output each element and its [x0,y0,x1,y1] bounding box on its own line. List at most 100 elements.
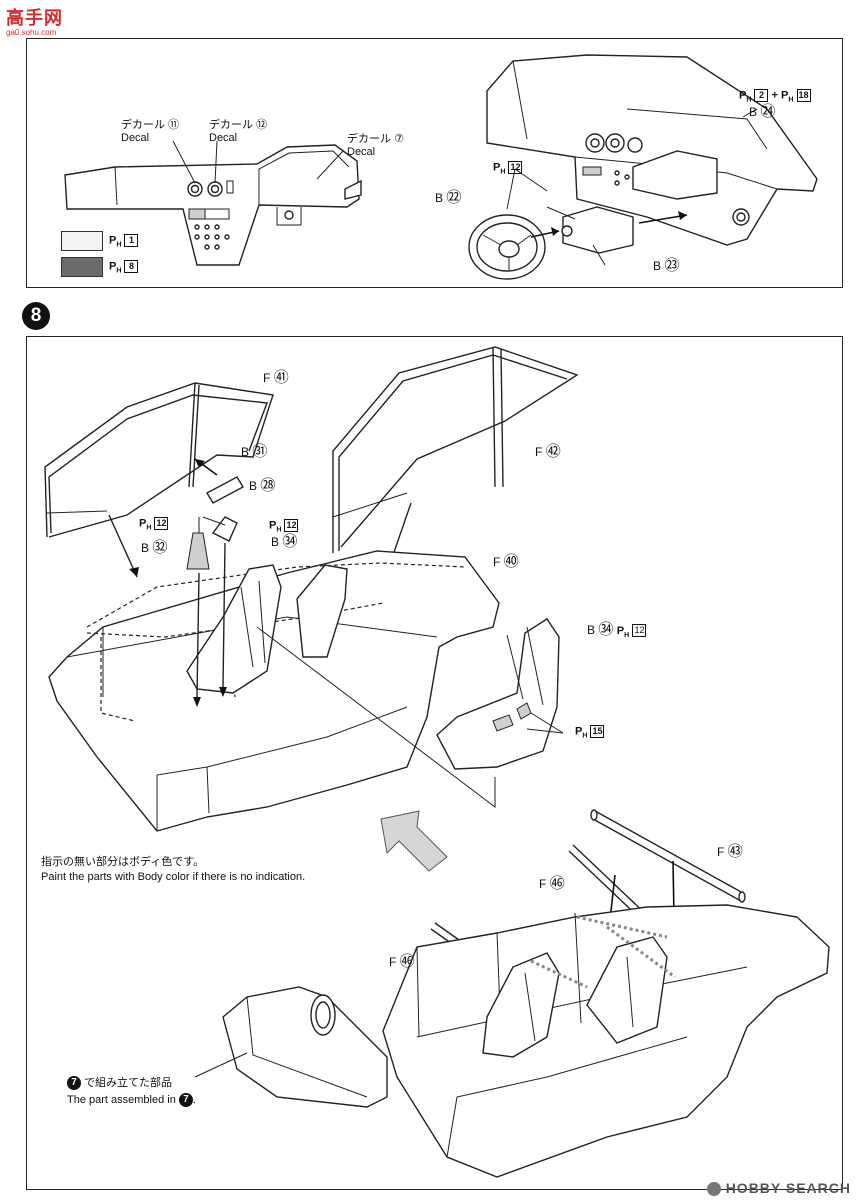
b24-paint-b: 18 [796,89,811,102]
body-color-note: 指示の無い部分はボディ色です。 Paint the parts with Bod… [41,855,305,885]
ph12-top-num: 12 [508,161,523,174]
assembled-note-jp-line: 7 で組み立てた部品 [67,1075,196,1092]
legend-swatch-light [61,231,103,251]
f41-prefix: F [263,371,271,385]
ph15-p: P [575,725,583,738]
b24-paint-p1: P [739,89,747,102]
watermark-text: 高手网 [6,8,63,29]
f40-label: F ㊵ [493,553,519,570]
ph12-top-p: P [493,161,501,174]
b24-plus: + [771,89,778,102]
b24-paint-a: 2 [754,89,769,102]
legend-ph1: PH 1 [109,234,139,252]
b34a-prefix: B [271,535,280,549]
b34b-prefix: B [587,623,596,637]
top-panel-drawing [64,54,818,280]
decal-7-jp: デカール [347,133,391,145]
decal-11-jp: デカール [121,119,165,131]
f43-num: ㊸ [727,843,743,860]
ph15-label: PH 15 [575,725,605,743]
b22-prefix: B [435,191,444,205]
main-panel-drawing [44,346,830,1178]
ph12a-p: P [139,517,147,530]
b31-prefix: B [241,445,250,459]
b23-num: ㉓ [664,257,680,274]
hobbysearch-text: HOBBY SEARCH [725,1179,851,1196]
b22-label: B ㉒ [435,189,462,206]
watermark-subtext: ga0.sohu.com [6,28,57,37]
site-watermark: 高手网 ga0.sohu.com [6,4,76,40]
ph12-top-sub: H [500,168,506,176]
assembled-step-badge-2: 7 [178,1093,193,1108]
b32-prefix: B [141,541,150,555]
b28-num: ㉘ [260,477,276,494]
b34-label-a: B ㉞ [271,533,298,550]
ph15-sub: H [582,732,588,740]
f41-label: F ㊶ [263,369,289,386]
b24-paint-sub2: H [788,96,794,104]
decal-11-label: デカール ⑪ Decal [121,119,179,145]
f42-prefix: F [535,445,543,459]
f43-prefix: F [717,845,725,859]
b24-prefix: B [749,105,758,119]
main-panel: F ㊶ F ㊷ B ㉛ B ㉘ PH 12 B ㉜ PH 12 B ㉞ F ㊵ … [26,336,843,1190]
b31-label: B ㉛ [241,443,268,460]
decal-12-en: Decal [209,132,238,144]
ph12b-num: 12 [284,519,299,532]
ph12a-num: 12 [154,517,169,530]
f41-num: ㊶ [273,369,289,386]
ph12-top-label: PH 12 [493,161,523,179]
ph12b-p: P [269,519,277,532]
decal-7-en: Decal [347,146,376,158]
f46b-prefix: F [389,955,397,969]
b23-prefix: B [653,259,662,273]
legend-ph8: PH 8 [109,260,139,278]
legend-ph1-num: 1 [124,234,139,247]
b24-paint-sub1: H [746,96,752,104]
b22-num: ㉒ [446,189,462,206]
b32-num: ㉜ [152,539,168,556]
b28-prefix: B [249,479,258,493]
decal-7-num: ⑦ [394,133,404,145]
legend-ph1-sub: H [116,241,122,249]
b24-paint-p2: P [781,89,789,102]
f46-label-a: F ㊻ [539,875,565,892]
legend-swatch-dark [61,257,103,277]
f42-num: ㊷ [545,443,561,460]
body-color-note-jp: 指示の無い部分はボディ色です。 [41,856,205,868]
legend-ph8-sub: H [116,267,122,275]
decal-11-en: Decal [121,132,150,144]
body-color-note-en: Paint the parts with Body color if there… [41,871,306,883]
f43-label: F ㊸ [717,843,743,860]
legend-ph8-p: P [109,260,117,273]
b34-label-b: B ㉞ PH 12 [587,621,647,642]
decal-7-label: デカール ⑦ Decal [347,133,404,159]
b24-label: B ㉔ [749,103,776,120]
b28-label: B ㉘ [249,477,276,494]
assembled-note-en-line: The part assembled in 7. [67,1093,196,1108]
b34a-num: ㉞ [282,533,298,550]
b32-label: B ㉜ [141,539,168,556]
b34b-num2: 12 [632,624,647,638]
ph12-seat-label: PH 12 [269,519,299,537]
f40-num: ㊵ [503,553,519,570]
step-number-badge: 8 [22,302,50,330]
b24-num: ㉔ [760,103,776,120]
top-panel: デカール ⑪ Decal デカール ⑫ Decal デカール ⑦ Decal P… [26,38,843,288]
legend-ph1-p: P [109,234,117,247]
f46b-num: ㊻ [399,953,415,970]
decal-12-num: ⑫ [256,119,268,131]
assembled-note: 7 で組み立てた部品 The part assembled in 7. [67,1075,196,1109]
b34b-p: P [616,625,625,637]
f46-label-b: F ㊻ [389,953,415,970]
b31-num: ㉛ [252,443,268,460]
assembled-step-badge-1: 7 [67,1076,81,1091]
decal-11-num: ⑪ [168,119,180,131]
ph12a-sub: H [146,524,152,532]
b34b-num: ㉞ [598,621,614,638]
f46a-num: ㊻ [549,875,565,892]
f40-prefix: F [493,555,501,569]
hobbysearch-watermark: HOBBY SEARCH [706,1179,851,1196]
b24-paint-label: PH 2 + PH 18 [739,89,811,107]
f42-label: F ㊷ [535,443,561,460]
